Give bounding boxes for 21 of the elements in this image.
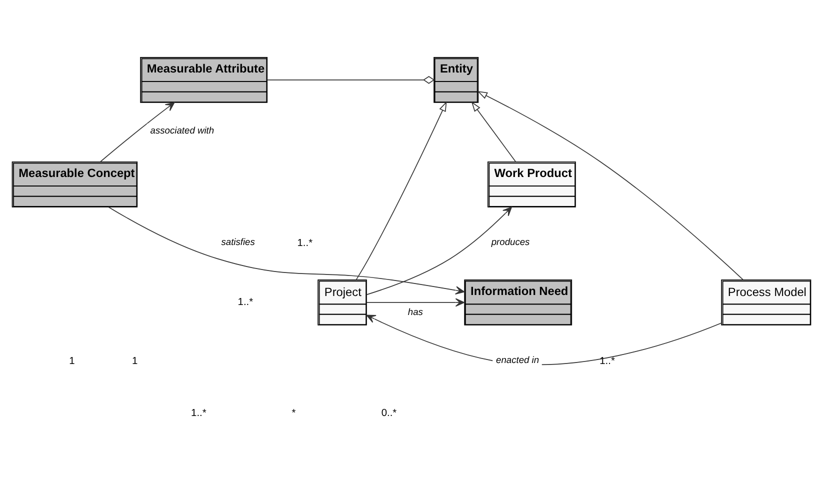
edge-label: enacted in (496, 354, 540, 365)
label: 1 (132, 356, 138, 367)
arrow (366, 206, 512, 295)
connector (266, 76, 435, 84)
edge-label: produces (491, 236, 530, 246)
label: 1 (69, 356, 75, 367)
edge-label: has (408, 306, 423, 317)
edge-label: satisfies (221, 236, 255, 246)
label: 1..* (191, 407, 206, 418)
label: 1..* (297, 238, 313, 249)
label: 1..* (238, 296, 254, 308)
arrow (471, 100, 516, 162)
arrow (108, 206, 465, 294)
arrow (100, 102, 175, 162)
arrow (356, 100, 447, 280)
label: 0..* (381, 407, 397, 418)
arrow (366, 298, 465, 306)
arrow (477, 90, 744, 280)
label: * (292, 407, 296, 418)
label: 1..* (600, 356, 615, 367)
edge-label: associated with (150, 125, 214, 136)
